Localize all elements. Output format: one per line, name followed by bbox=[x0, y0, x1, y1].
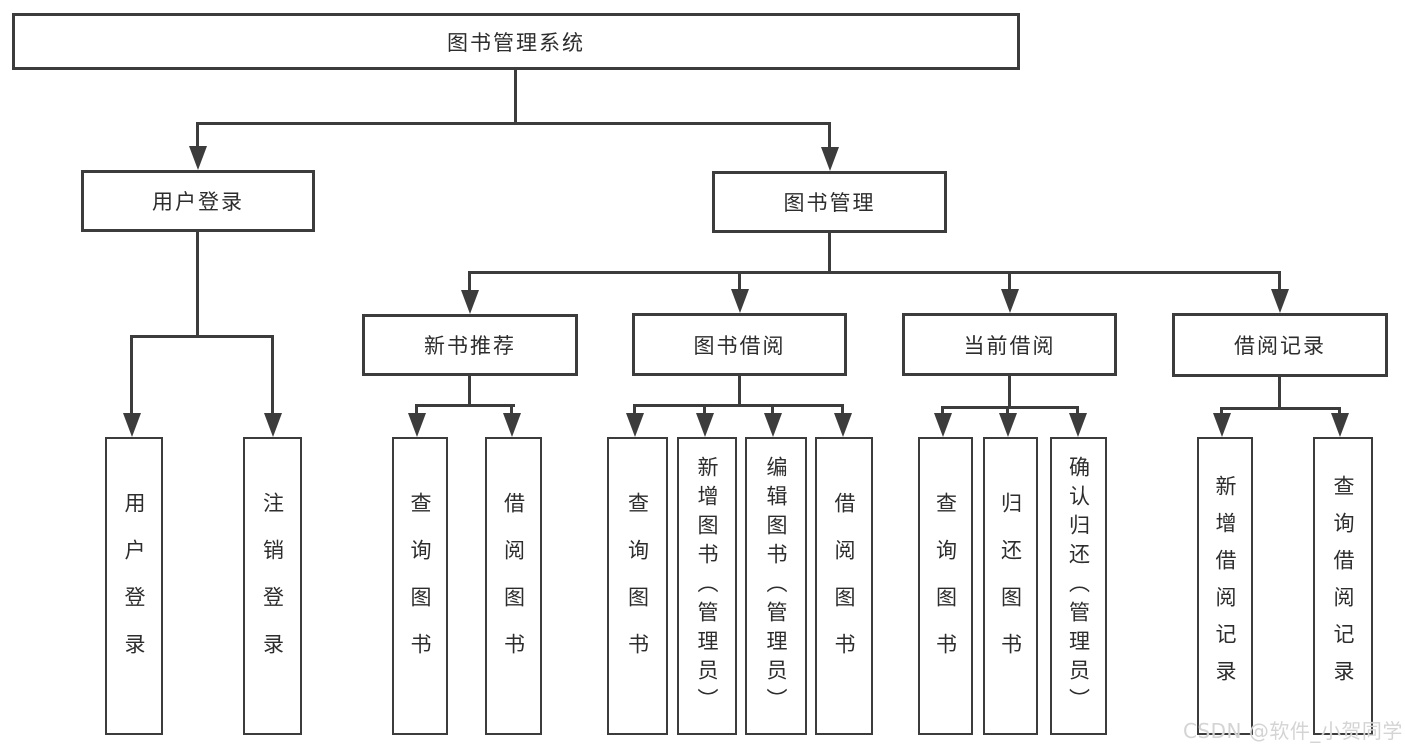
connector bbox=[771, 404, 774, 415]
leaf-query-books-recommend: 查询图书 bbox=[392, 437, 448, 735]
leaf-add-books-admin: 新增图书（管理员） bbox=[677, 437, 737, 735]
connector bbox=[703, 404, 706, 415]
connector bbox=[271, 335, 274, 415]
leaf-query-books-borrow: 查询图书 bbox=[607, 437, 668, 735]
arrow-down-icon bbox=[821, 147, 839, 171]
connector bbox=[1008, 271, 1011, 291]
leaf-logout: 注销登录 bbox=[243, 437, 302, 735]
connector bbox=[196, 232, 199, 337]
connector bbox=[738, 271, 741, 291]
connector bbox=[1338, 407, 1341, 415]
connector bbox=[1006, 406, 1009, 415]
connector bbox=[633, 404, 844, 407]
arrow-down-icon bbox=[696, 413, 714, 437]
csdn-watermark: CSDN @软件_小贺同学 bbox=[1183, 719, 1403, 743]
connector bbox=[130, 335, 133, 415]
arrow-down-icon bbox=[764, 413, 782, 437]
connector bbox=[828, 122, 831, 148]
arrow-down-icon bbox=[503, 413, 521, 437]
connector bbox=[828, 233, 831, 273]
arrow-down-icon bbox=[999, 413, 1017, 437]
connector bbox=[415, 404, 418, 415]
connector bbox=[738, 376, 741, 406]
arrow-down-icon bbox=[1213, 413, 1231, 437]
node-book-management: 图书管理 bbox=[712, 171, 947, 233]
node-current-borrowing: 当前借阅 bbox=[902, 313, 1117, 376]
connector bbox=[1278, 377, 1281, 409]
leaf-confirm-return-admin: 确认归还（管理员） bbox=[1050, 437, 1107, 735]
leaf-return-books: 归还图书 bbox=[983, 437, 1038, 735]
leaf-borrow-books: 借阅图书 bbox=[815, 437, 873, 735]
connector bbox=[468, 271, 1281, 274]
arrow-down-icon bbox=[1069, 413, 1087, 437]
connector bbox=[514, 70, 517, 123]
leaf-query-books-current: 查询图书 bbox=[918, 437, 973, 735]
node-user-login: 用户登录 bbox=[81, 170, 315, 232]
arrow-down-icon bbox=[1331, 413, 1349, 437]
arrow-down-icon bbox=[1271, 289, 1289, 313]
connector bbox=[130, 335, 274, 338]
connector bbox=[1008, 376, 1011, 408]
arrow-down-icon bbox=[264, 413, 282, 437]
connector bbox=[468, 376, 471, 406]
connector bbox=[468, 271, 471, 291]
connector bbox=[841, 404, 844, 415]
connector bbox=[196, 122, 831, 125]
connector bbox=[510, 404, 513, 415]
arrow-down-icon bbox=[123, 413, 141, 437]
node-new-book-recommendation: 新书推荐 bbox=[362, 314, 578, 376]
arrow-down-icon bbox=[461, 290, 479, 314]
node-library-management-system: 图书管理系统 bbox=[12, 13, 1020, 70]
leaf-add-borrow-record: 新增借阅记录 bbox=[1197, 437, 1253, 735]
connector bbox=[1076, 406, 1079, 415]
connector bbox=[941, 406, 1079, 409]
leaf-edit-books-admin: 编辑图书（管理员） bbox=[745, 437, 807, 735]
leaf-user-login: 用户登录 bbox=[105, 437, 163, 735]
arrow-down-icon bbox=[731, 289, 749, 313]
leaf-borrow-books-recommend: 借阅图书 bbox=[485, 437, 542, 735]
arrow-down-icon bbox=[1001, 289, 1019, 313]
arrow-down-icon bbox=[189, 146, 207, 170]
connector bbox=[633, 404, 636, 415]
arrow-down-icon bbox=[408, 413, 426, 437]
arrow-down-icon bbox=[934, 413, 952, 437]
node-borrowing-records: 借阅记录 bbox=[1172, 313, 1388, 377]
node-book-borrowing: 图书借阅 bbox=[632, 313, 847, 376]
connector bbox=[1220, 407, 1341, 410]
connector bbox=[415, 404, 515, 407]
arrow-down-icon bbox=[626, 413, 644, 437]
connector bbox=[1220, 407, 1223, 415]
connector bbox=[1278, 271, 1281, 291]
leaf-query-borrow-record: 查询借阅记录 bbox=[1313, 437, 1373, 735]
arrow-down-icon bbox=[834, 413, 852, 437]
connector bbox=[941, 406, 944, 415]
connector bbox=[196, 122, 199, 148]
